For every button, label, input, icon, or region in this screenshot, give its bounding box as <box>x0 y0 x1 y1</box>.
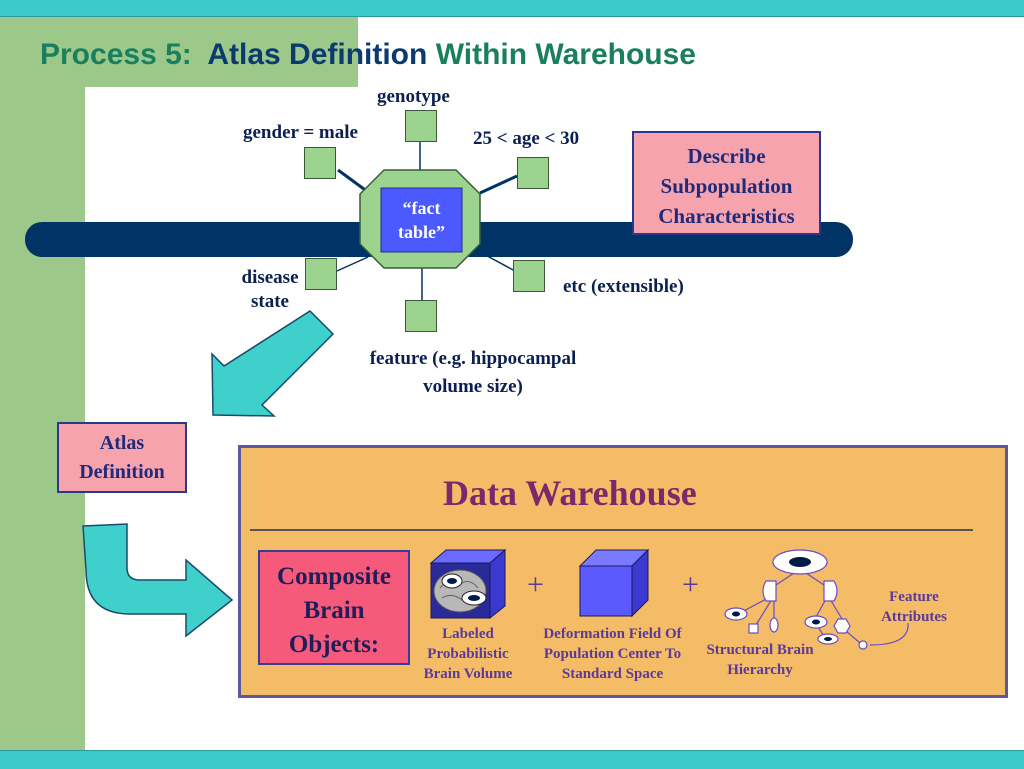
label-feature: feature (e.g. hippocampal volume size) <box>369 348 577 397</box>
spoke-etc <box>479 251 516 272</box>
brain-hierarchy-icon <box>724 549 909 650</box>
plus-sign-1: + <box>527 568 544 601</box>
node-disease <box>305 258 337 290</box>
describe-subpopulation-box: Describe Subpopulation Characteristics <box>632 131 821 235</box>
slide-title: Process 5: Atlas Definition Within Wareh… <box>40 38 696 72</box>
node-age <box>517 157 549 189</box>
fact-table-box <box>380 187 463 253</box>
node-feature <box>405 300 437 332</box>
title-atlas: Atlas Definition <box>207 38 428 71</box>
label-disease: disease state <box>241 267 299 312</box>
top-green-tab <box>85 17 358 87</box>
label-etc: etc (extensible) <box>563 276 684 297</box>
node-gender <box>304 147 336 179</box>
spoke-disease <box>336 256 369 272</box>
spoke-age <box>479 174 518 195</box>
title-warehouse: Within Warehouse <box>435 38 696 71</box>
spoke-gender <box>337 168 369 194</box>
node-genotype <box>405 110 437 142</box>
title-process: Process 5: <box>40 38 192 71</box>
left-green-band <box>0 17 85 750</box>
label-age: 25 < age < 30 <box>473 128 580 149</box>
node-etc <box>513 260 545 292</box>
deformation-cube-icon <box>578 548 650 618</box>
top-teal-bar <box>0 0 1024 17</box>
bottom-teal-bar <box>0 750 1024 769</box>
warehouse-divider <box>250 529 973 531</box>
label-feature-attributes: Feature Attributes <box>881 589 947 625</box>
down-left-arrow <box>211 310 335 417</box>
composite-brain-objects-box: Composite Brain Objects: <box>258 550 410 665</box>
label-gender: gender = male <box>243 122 358 143</box>
label-labeled-volume: Labeled Probabilistic Brain Volume <box>423 626 513 682</box>
atlas-definition-box: Atlas Definition <box>57 422 187 493</box>
label-brain-hierarchy: Structural Brain Hierarchy <box>706 642 814 678</box>
warehouse-title: Data Warehouse <box>443 473 697 513</box>
label-deformation-field: Deformation Field Of Population Center T… <box>543 626 682 682</box>
bend-arrow <box>82 523 234 638</box>
label-genotype: genotype <box>377 86 450 107</box>
plus-sign-2: + <box>682 568 699 601</box>
brain-volume-icon <box>429 548 507 620</box>
fact-table-label: “fact table” <box>398 198 445 242</box>
